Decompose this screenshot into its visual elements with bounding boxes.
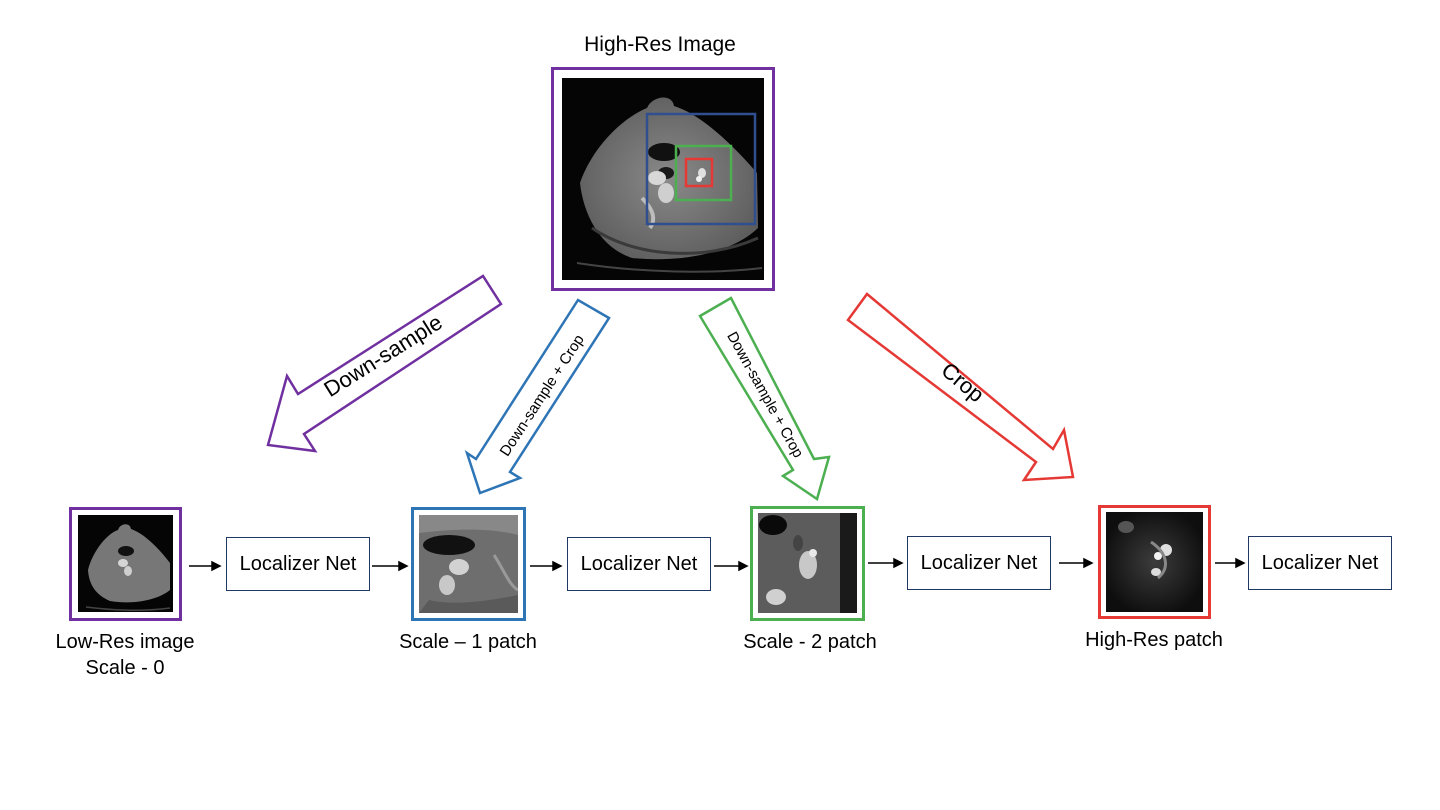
localizer-net-box-2: Localizer Net [907, 536, 1051, 590]
low-res-caption-line1: Low-Res image [55, 631, 195, 653]
scale-1-ct-patch [419, 515, 518, 613]
down-sample-crop-label-blue: Down-sample + Crop [497, 332, 588, 460]
down-sample-crop-arrow-blue: Down-sample + Crop [464, 298, 611, 495]
localizer-net-box-0: Localizer Net [226, 537, 370, 591]
low-res-ct-image [78, 515, 173, 612]
localizer-net-box-1: Localizer Net [567, 537, 711, 591]
down-sample-crop-label-green: Down-sample + Crop [723, 329, 806, 461]
down-sample-arrow: Down-sample [266, 274, 503, 453]
crop-arrow: Crop [846, 292, 1075, 482]
scale-1-caption: Scale – 1 patch [399, 631, 537, 653]
high-res-patch-caption: High-Res patch [1085, 629, 1223, 651]
flow-arrows [189, 557, 1246, 572]
scale-2-ct-patch [758, 513, 857, 613]
down-sample-label: Down-sample [319, 309, 446, 401]
high-res-ct-image [562, 78, 764, 280]
high-res-image-title: High-Res Image [584, 33, 736, 56]
localizer-net-box-3: Localizer Net [1248, 536, 1392, 590]
low-res-caption-line2: Scale - 0 [85, 657, 165, 679]
down-sample-crop-arrow-green: Down-sample + Crop [698, 296, 831, 502]
scale-2-caption: Scale - 2 patch [743, 631, 877, 653]
high-res-ct-patch [1106, 512, 1203, 612]
